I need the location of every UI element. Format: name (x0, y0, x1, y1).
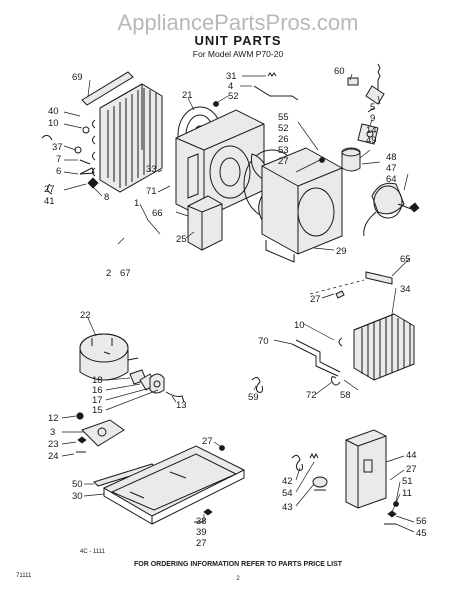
callout-37: 37 (52, 142, 63, 153)
callout-25: 25 (176, 234, 187, 245)
callout-6: 6 (56, 166, 61, 177)
filter-part-69 (81, 71, 134, 106)
scroll-housing (175, 109, 265, 219)
callout-54: 54 (282, 488, 293, 499)
callout-52: 52 (228, 91, 239, 102)
callout-18: 18 (92, 375, 103, 386)
callout-27-right: 27 (406, 464, 417, 475)
callout-17: 17 (92, 395, 103, 406)
callout-3: 3 (50, 427, 55, 438)
callout-29: 29 (336, 246, 347, 257)
callout-10: 10 (48, 118, 59, 129)
callout-34: 34 (400, 284, 411, 295)
callout-24: 24 (48, 451, 59, 462)
callout-69: 69 (72, 72, 83, 83)
overload-parts-18-16-17-15 (129, 369, 165, 394)
callout-15: 15 (92, 405, 103, 416)
callout-27-bottom: 27 (196, 538, 207, 549)
rod-part-31 (213, 72, 299, 107)
callout-2: 2 (106, 268, 111, 279)
capacitor-part-48 (319, 147, 361, 172)
callout-53: 53 (278, 145, 289, 156)
callout-55: 55 (278, 112, 289, 123)
control-bracket-part-44 (345, 429, 399, 525)
callout-27-base: 27 (202, 436, 213, 447)
spring-part-59 (251, 376, 263, 393)
callout-1: 1 (134, 198, 139, 209)
callout-66: 66 (152, 208, 163, 219)
evaporator-coil (92, 83, 163, 193)
callout-52-right: 52 (278, 123, 289, 134)
callout-7: 7 (56, 154, 61, 165)
callout-13: 13 (176, 400, 187, 411)
partition-part-25 (187, 195, 223, 251)
drawing-code: 4C - 1111 (80, 549, 106, 555)
condenser-shroud-part-29 (261, 147, 343, 263)
callout-27-mid: 27 (310, 294, 321, 305)
callout-labels: 69 31 4 52 21 60 5 9 14 49 40 10 37 7 6 … (44, 66, 427, 549)
leader-lines (61, 73, 415, 533)
callout-65: 65 (400, 254, 411, 265)
document-code: 71111 (16, 573, 32, 579)
callout-16: 16 (92, 385, 103, 396)
base-pan-part-30 (102, 445, 246, 525)
callout-67: 67 (120, 268, 131, 279)
mount-bracket-part-65 (309, 271, 393, 299)
callout-8: 8 (104, 192, 109, 203)
callout-27-upper: 27 (278, 156, 289, 167)
callout-38: 38 (196, 516, 207, 527)
callout-42: 42 (282, 476, 293, 487)
callout-22: 22 (80, 310, 91, 321)
callout-50: 50 (72, 479, 83, 490)
callout-5: 5 (370, 102, 375, 113)
callout-60: 60 (334, 66, 345, 77)
callout-49: 49 (366, 135, 377, 146)
compressor-mount-parts (76, 412, 125, 453)
callout-4: 4 (228, 81, 233, 92)
callout-12: 12 (48, 413, 59, 424)
callout-45: 45 (416, 528, 427, 539)
callout-47: 47 (386, 163, 397, 174)
callout-71: 71 (146, 186, 157, 197)
callout-51: 51 (402, 476, 413, 487)
callout-64: 64 (386, 174, 397, 185)
callout-72: 72 (306, 390, 317, 401)
ordering-note: FOR ORDERING INFORMATION REFER TO PARTS … (134, 561, 343, 568)
callout-44: 44 (406, 450, 417, 461)
diagram-subtitle: For Model AWM P70-20 (193, 49, 284, 59)
callout-33: 33 (146, 164, 157, 175)
callout-30: 30 (72, 491, 83, 502)
callout-21: 21 (182, 90, 193, 101)
watermark: AppliancePartsPros.com (118, 10, 359, 35)
callout-41: 41 (44, 196, 55, 207)
callout-59: 59 (248, 392, 259, 403)
callout-14: 14 (366, 125, 377, 136)
clip-part-72 (331, 376, 341, 386)
callout-26: 26 (278, 134, 289, 145)
diagram-title: UNIT PARTS (194, 33, 281, 48)
compressor-part-22 (79, 333, 139, 381)
callout-27-left: 27 (44, 184, 55, 195)
callout-58: 58 (340, 390, 351, 401)
tube-part-70 (291, 339, 341, 377)
page-number: 2 (236, 576, 240, 582)
callout-40: 40 (48, 106, 59, 117)
callout-48: 48 (386, 152, 397, 163)
wire-part-13 (165, 391, 185, 403)
callout-70: 70 (258, 336, 269, 347)
callout-10-mid: 10 (294, 320, 305, 331)
grommet-parts-42-54-43 (291, 452, 328, 491)
callout-56: 56 (416, 516, 427, 527)
callout-9: 9 (370, 113, 375, 124)
fan-motor (363, 182, 420, 237)
control-parts-60-5-9-14 (347, 63, 385, 145)
condenser-coil-part-34 (338, 313, 415, 381)
base-small-parts (194, 508, 213, 523)
callout-39: 39 (196, 527, 207, 538)
callout-31: 31 (226, 71, 237, 82)
callout-23: 23 (48, 439, 59, 450)
callout-43: 43 (282, 502, 293, 513)
callout-11: 11 (402, 488, 412, 499)
